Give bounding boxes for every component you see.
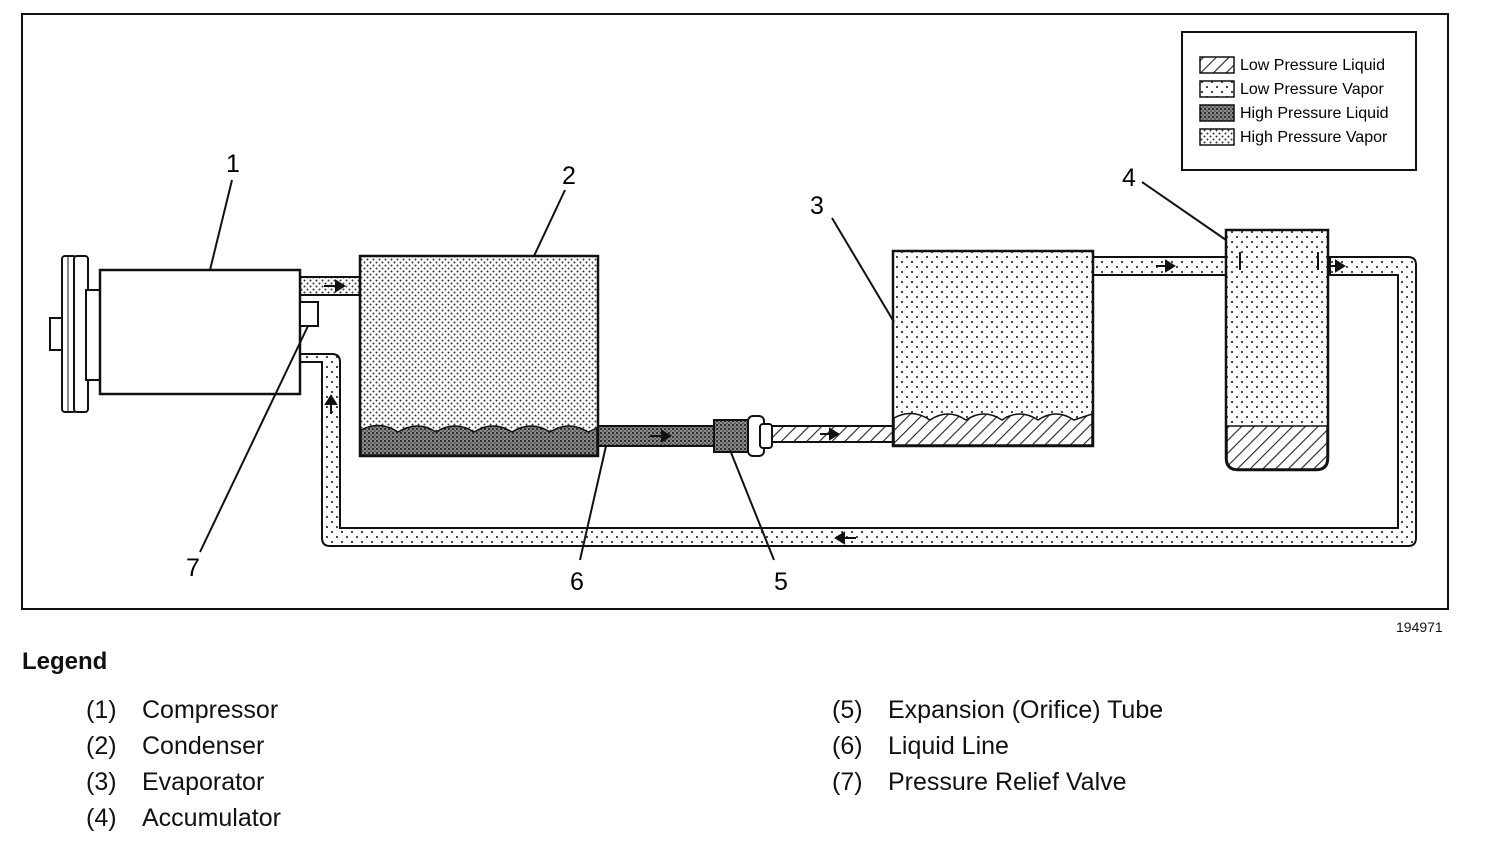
key-swatch-low-pressure-liquid [1199, 56, 1235, 74]
evaporator [891, 249, 1095, 448]
arrow-right-icon [1328, 259, 1346, 273]
legend-right-column: (5) Expansion (Orifice) Tube (6) Liquid Li… [832, 696, 1163, 804]
legend-item-label: Condenser [142, 732, 265, 760]
legend-item-number: (2) [86, 732, 117, 760]
leader-lines [199, 179, 1227, 561]
legend-item-label: Liquid Line [888, 732, 1009, 760]
figure-id: 194971 [1396, 619, 1443, 635]
callout-3: 3 [810, 192, 824, 220]
arrow-right-icon [1156, 259, 1176, 273]
key-swatch-high-pressure-liquid [1199, 104, 1235, 122]
legend-item-number: (4) [86, 804, 117, 832]
legend-item: (4) Accumulator [86, 804, 281, 840]
legend-item: (6) Liquid Line [832, 732, 1163, 768]
callout-5: 5 [774, 568, 788, 596]
legend-item-number: (1) [86, 696, 117, 724]
arrow-right-icon [650, 429, 672, 443]
legend-item-number: (3) [86, 768, 117, 796]
legend-item-number: (6) [832, 732, 863, 760]
legend-left-column: (1) Compressor (2) Condenser (3) Evaporator… [86, 696, 281, 840]
key-label-high-pressure-vapor: High Pressure Vapor [1240, 129, 1388, 146]
ac-system-diagram: 1 2 3 4 5 6 7 Low Pressure Liquid Low Pr… [21, 13, 1449, 610]
key-label-low-pressure-vapor: Low Pressure Vapor [1240, 81, 1384, 98]
suction-line [299, 256, 1417, 547]
callout-7: 7 [186, 554, 200, 582]
legend-item-label: Pressure Relief Valve [888, 768, 1127, 796]
legend-item: (3) Evaporator [86, 768, 281, 804]
legend-item: (5) Expansion (Orifice) Tube [832, 696, 1163, 732]
flow-arrows [324, 259, 1346, 545]
legend-item-number: (5) [832, 696, 863, 724]
orifice-ring-2 [759, 423, 773, 449]
legend-item-number: (7) [832, 768, 863, 796]
legend-item: (7) Pressure Relief Valve [832, 768, 1163, 804]
arrow-up-icon [324, 394, 338, 414]
legend-item: (1) Compressor [86, 696, 281, 732]
condenser [358, 254, 600, 458]
legend-item-label: Evaporator [142, 768, 265, 796]
arrow-right-icon [324, 279, 346, 293]
pattern-key: Low Pressure Liquid Low Pressure Vapor H… [1181, 31, 1417, 171]
legend-item: (2) Condenser [86, 732, 281, 768]
key-swatch-low-pressure-vapor [1199, 80, 1235, 98]
callout-6: 6 [570, 568, 584, 596]
accumulator [1224, 228, 1330, 472]
key-swatch-high-pressure-vapor [1199, 128, 1235, 146]
arrow-right-icon [820, 427, 840, 441]
callout-4: 4 [1122, 164, 1136, 192]
legend-item-label: Compressor [142, 696, 279, 724]
legend-item-label: Expansion (Orifice) Tube [888, 696, 1164, 724]
key-label-high-pressure-liquid: High Pressure Liquid [1240, 105, 1389, 122]
key-label-low-pressure-liquid: Low Pressure Liquid [1240, 57, 1385, 74]
legend-title: Legend [22, 648, 108, 675]
pressure-relief-valve [299, 301, 319, 327]
legend-item-label: Accumulator [142, 804, 281, 832]
arrow-left-icon [834, 531, 856, 545]
diagram-frame [21, 13, 1449, 610]
compressor [49, 255, 319, 413]
callout-1: 1 [226, 150, 240, 178]
callout-2: 2 [562, 162, 576, 190]
